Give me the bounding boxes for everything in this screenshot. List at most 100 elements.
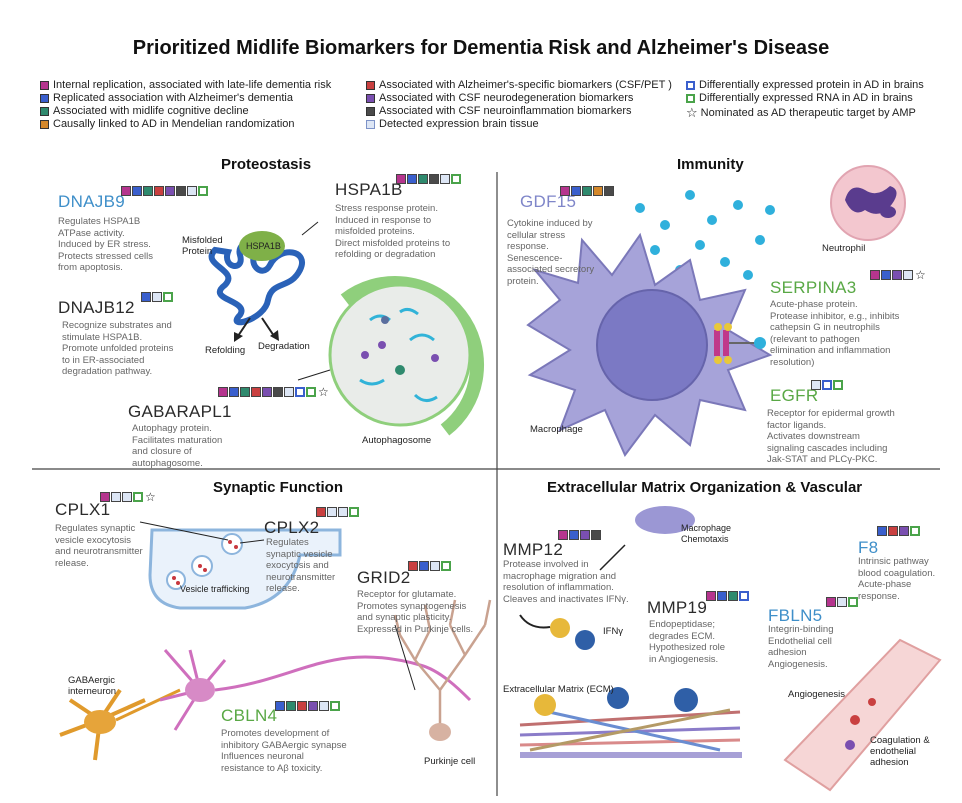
autophagosome-lumen xyxy=(328,283,472,427)
arrow-degradation xyxy=(261,317,275,337)
legend-label: Nominated as AD therapeutic target by AM… xyxy=(700,107,916,119)
legend-item: Detected expression brain tissue xyxy=(366,118,539,130)
gene-description: Acute-phase protein. Protease inhibitor,… xyxy=(770,299,900,368)
legend-label: Internal replication, associated with la… xyxy=(53,79,332,91)
section-title-immunity: Immunity xyxy=(677,156,744,173)
legend-item: Differentially expressed RNA in AD in br… xyxy=(686,92,913,104)
legend-swatch xyxy=(686,93,695,103)
legend-item: Associated with midlife cognitive declin… xyxy=(40,105,249,117)
label-refolding: Refolding xyxy=(205,345,246,356)
gene-description: Regulates synaptic vesicle exocytosis an… xyxy=(55,523,143,569)
star-icon: ☆ xyxy=(318,385,329,399)
blood-vessel-icon xyxy=(783,638,942,792)
legend-label: Differentially expressed RNA in AD in br… xyxy=(699,92,913,104)
legend-item: Associated with Alzheimer's-specific bio… xyxy=(366,79,672,91)
section-title-synaptic: Synaptic Function xyxy=(213,479,344,496)
gene-cplx2: CPLX2 xyxy=(264,518,320,537)
macrophage-nucleus xyxy=(596,289,708,401)
label-angiogenesis: Angiogenesis xyxy=(788,689,846,700)
legend-label: Detected expression brain tissue xyxy=(379,118,539,130)
evidence-boxes xyxy=(121,186,208,196)
section-title-ecm: Extracellular Matrix Organization & Vasc… xyxy=(547,479,863,496)
gene-egfr: EGFR xyxy=(770,386,819,405)
star-icon: ☆ xyxy=(145,490,156,504)
star-icon: ☆ xyxy=(686,105,698,120)
gene-description: Endopeptidase; degrades ECM. Hypothesize… xyxy=(649,619,726,665)
label-ecm: Extracellular Matrix (ECM) xyxy=(503,684,614,695)
legend-swatch xyxy=(366,106,375,116)
gene-gdf15: GDF15 xyxy=(520,192,577,211)
label-vesicle-trafficking: Vesicle trafficking xyxy=(180,584,250,594)
star-icon: ☆ xyxy=(915,268,926,282)
label-degradation: Degradation xyxy=(258,341,310,352)
legend-swatch xyxy=(366,93,375,103)
pointer-line xyxy=(301,221,319,236)
gene-gabarapl1: GABARAPL1 xyxy=(128,402,232,421)
legend-item: Causally linked to AD in Mendelian rando… xyxy=(40,118,295,130)
label-macrophage: Macrophage xyxy=(530,424,583,435)
presynaptic-terminal-icon xyxy=(148,528,342,610)
legend-label: Associated with Alzheimer's-specific bio… xyxy=(379,79,672,91)
legend-item: Associated with CSF neurodegeneration bi… xyxy=(366,92,633,104)
legend-swatch xyxy=(686,80,695,90)
evidence-boxes xyxy=(560,186,614,196)
label-gabaergic-interneuron: GABAergic interneuron xyxy=(68,675,117,697)
legend-label: Associated with midlife cognitive declin… xyxy=(53,105,249,117)
section-title-proteostasis: Proteostasis xyxy=(221,156,312,173)
evidence-boxes: ☆ xyxy=(100,490,156,504)
legend-item: Associated with CSF neuroinflammation bi… xyxy=(366,105,632,117)
gene-hspa1b: HSPA1B xyxy=(335,180,403,199)
gene-description: Intrinsic pathway blood coagulation. Acu… xyxy=(858,556,936,602)
evidence-boxes xyxy=(316,507,359,517)
gene-description: Integrin-binding Endothelial cell adhesi… xyxy=(768,624,834,670)
evidence-boxes xyxy=(275,701,340,711)
legend-label: Replicated association with Alzheimer's … xyxy=(53,92,293,104)
evidence-boxes: ☆ xyxy=(870,268,926,282)
gene-description: Promotes development of inhibitory GABAe… xyxy=(221,728,347,774)
label-macrophage-chemotaxis: Macrophage Chemotaxis xyxy=(681,523,732,544)
gene-fbln5: FBLN5 xyxy=(768,606,823,625)
legend-swatch xyxy=(40,119,49,129)
label-misfolded-protein: Misfolded Protein xyxy=(182,235,223,257)
label-ifng: IFNγ xyxy=(603,626,624,637)
chemotaxis-macrophage-icon xyxy=(635,506,695,534)
legend-item: Internal replication, associated with la… xyxy=(40,79,331,91)
gene-grid2: GRID2 xyxy=(357,568,411,587)
gene-cbln4: CBLN4 xyxy=(221,706,278,725)
gene-description: Protease involved in macrophage migratio… xyxy=(503,559,629,605)
legend-label: Associated with CSF neurodegeneration bi… xyxy=(379,92,634,104)
gene-dnajb12: DNAJB12 xyxy=(58,298,135,317)
legend-label: Differentially expressed protein in AD i… xyxy=(699,79,924,91)
evidence-boxes xyxy=(811,380,843,390)
gene-mmp19: MMP19 xyxy=(647,598,708,617)
evidence-boxes xyxy=(826,597,858,607)
gene-description: Autophagy protein. Facilitates maturatio… xyxy=(132,423,223,469)
autophagosome-membrane xyxy=(340,276,484,436)
gene-description: Regulates HSPA1B ATPase activity. Induce… xyxy=(58,216,154,273)
legend-item: Differentially expressed protein in AD i… xyxy=(686,79,924,91)
evidence-boxes xyxy=(706,591,749,601)
label-neutrophil: Neutrophil xyxy=(822,243,866,254)
evidence-boxes xyxy=(141,292,173,302)
legend-swatch xyxy=(40,93,49,103)
gabaergic-neuron-icon xyxy=(84,710,116,734)
ecm-fibers xyxy=(519,708,741,752)
page-title: Prioritized Midlife Biomarkers for Demen… xyxy=(132,37,830,59)
arrow-refolding xyxy=(237,317,251,337)
evidence-boxes xyxy=(396,174,461,184)
gene-description: Receptor for epidermal growth factor lig… xyxy=(767,408,895,465)
secreted-cytokines xyxy=(635,190,775,280)
mmp12-pacman-icon xyxy=(550,618,570,638)
legend-item: Replicated association with Alzheimer's … xyxy=(40,92,293,104)
legend-swatch xyxy=(40,106,49,116)
label-hspa1b-blob: HSPA1B xyxy=(246,241,281,251)
gene-description: Stress response protein. Induced in resp… xyxy=(335,203,451,260)
gene-description: Receptor for glutamate. Promotes synapto… xyxy=(357,589,474,635)
evidence-boxes xyxy=(408,561,451,571)
evidence-boxes xyxy=(558,530,601,540)
gene-serpina3: SERPINA3 xyxy=(770,278,857,297)
label-coagulation: Coagulation & endothelial adhesion xyxy=(870,735,930,768)
label-purkinje-cell: Purkinje cell xyxy=(424,756,476,767)
gabarapl1-pointer xyxy=(297,369,331,381)
